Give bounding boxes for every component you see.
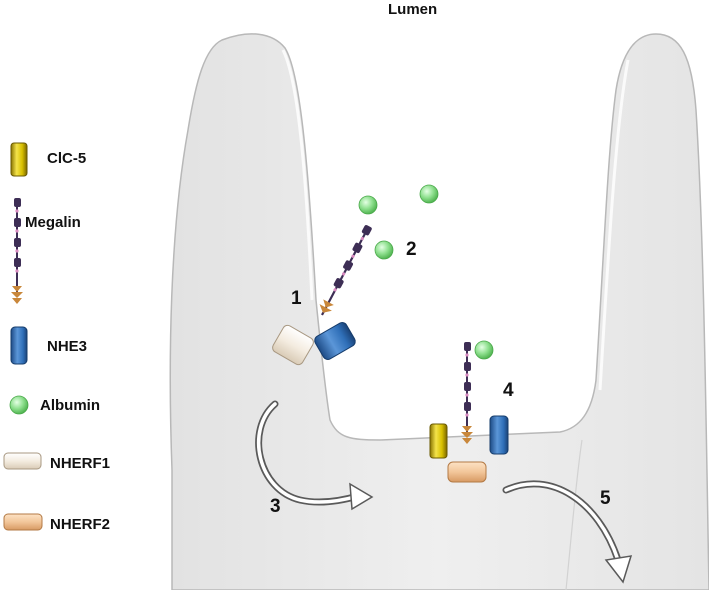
legend-clc5-icon <box>10 142 28 177</box>
nhe3-transporter-tilted <box>314 322 356 360</box>
lumen-label: Lumen <box>388 1 438 18</box>
legend-nhe3-label: NHE3 <box>47 338 88 355</box>
legend-nherf2-label: NHERF2 <box>50 516 111 533</box>
cell-highlight-right <box>598 59 630 391</box>
cell-highlight-left <box>281 49 314 301</box>
legend-nherf1-label: NHERF1 <box>50 455 111 472</box>
albumin-molecule <box>358 195 378 215</box>
step-5-label: 5 <box>600 488 611 509</box>
albumin-molecule <box>419 184 439 204</box>
legend-nherf2-icon <box>3 513 43 531</box>
cell-seam <box>565 439 583 590</box>
nherf2-protein <box>447 461 487 483</box>
legend-albumin-label: Albumin <box>40 397 100 414</box>
legend-clc5-label: ClC-5 <box>47 150 87 167</box>
albumin-molecule <box>374 240 394 260</box>
step-3-label: 3 <box>270 496 281 517</box>
legend-nherf1-icon <box>3 452 42 470</box>
legend-megalin-label: Megalin <box>25 214 81 231</box>
legend-megalin-icon <box>11 198 23 304</box>
arrow-step-3 <box>255 400 374 511</box>
clc5-channel <box>429 423 448 459</box>
step-2-label: 2 <box>406 239 417 260</box>
arrow-step-5 <box>502 480 633 584</box>
albumin-molecule <box>474 340 494 360</box>
nhe3-transporter-vertical <box>489 415 509 455</box>
step-4-label: 4 <box>503 380 514 401</box>
legend-albumin-icon <box>9 395 29 415</box>
cell-body <box>169 33 709 590</box>
nherf1-protein <box>272 324 314 366</box>
megalin-receptor-vertical <box>461 342 473 444</box>
legend-nhe3-icon <box>10 326 28 365</box>
megalin-receptor-diagonal <box>319 225 372 316</box>
step-1-label: 1 <box>291 288 302 309</box>
